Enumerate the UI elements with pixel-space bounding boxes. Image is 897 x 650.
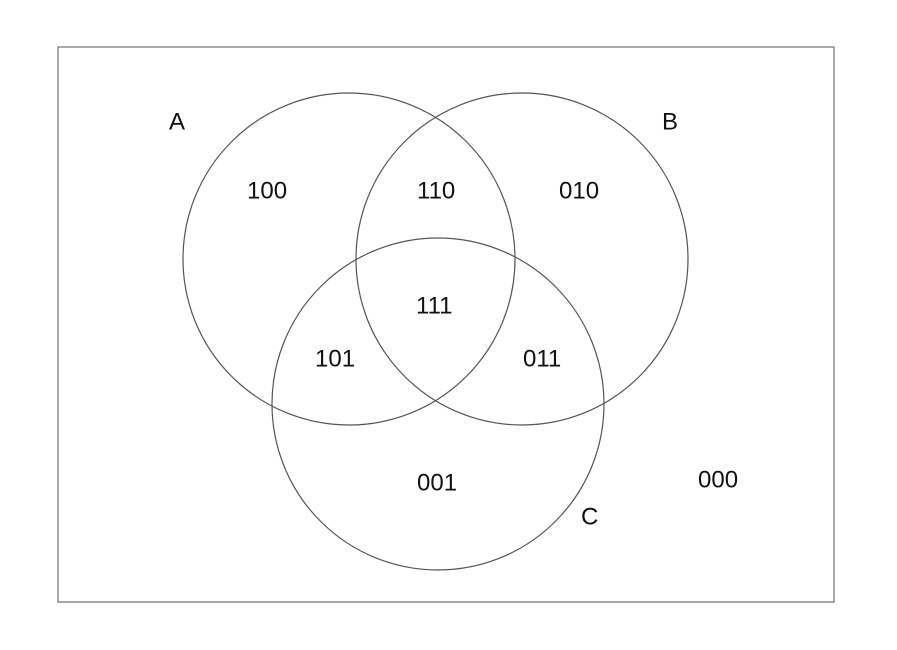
- region-label-101: 101: [315, 345, 355, 372]
- region-label-011: 011: [523, 345, 561, 372]
- set-label-c: C: [581, 503, 598, 530]
- circle-a: [182, 92, 516, 426]
- universe-frame: [57, 46, 835, 603]
- set-label-a: A: [169, 108, 185, 135]
- circle-c: [271, 237, 605, 571]
- region-label-010: 010: [559, 177, 599, 204]
- region-label-100: 100: [247, 177, 287, 204]
- set-label-b: B: [662, 108, 678, 135]
- region-label-000: 000: [698, 466, 738, 493]
- region-label-111: 111: [416, 292, 452, 319]
- region-label-110: 110: [417, 177, 455, 204]
- region-label-001: 001: [417, 469, 457, 496]
- circle-b: [355, 92, 689, 426]
